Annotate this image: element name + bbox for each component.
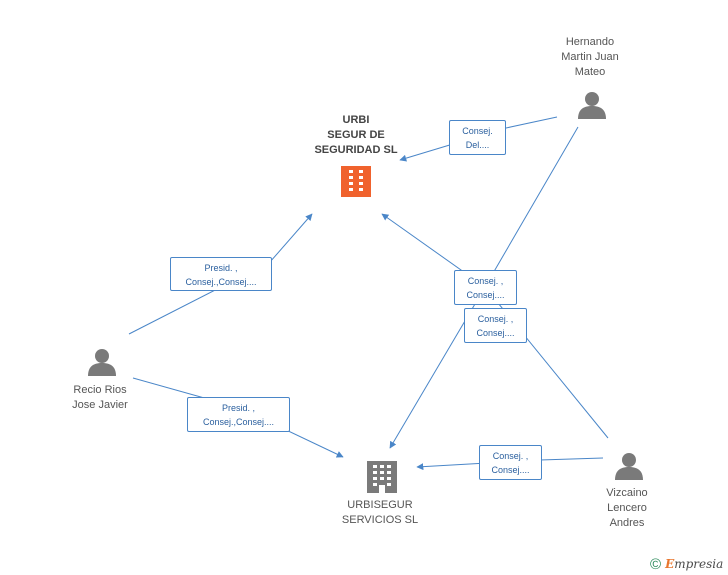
relation-vizcaino-urbi[interactable]: Consej. , Consej.... — [464, 308, 527, 343]
node-label-urbisegur-servicios[interactable]: URBISEGUR SERVICIOS SL — [341, 499, 419, 526]
building-icon[interactable] — [341, 166, 371, 197]
relation-hernando-urbi[interactable]: Consej. Del.... — [449, 120, 506, 155]
edge-hernando-urbi — [399, 116, 558, 162]
node-label-recio[interactable]: Recio Rios Jose Javier — [72, 384, 128, 411]
brand-logo: Empresia — [665, 557, 724, 571]
relation-vizcaino-servicios[interactable]: Consej. , Consej.... — [479, 445, 542, 480]
node-label-urbi-segur[interactable]: URBI SEGUR DE SEGURIDAD SL — [314, 114, 398, 156]
footer-brand: © Empresia — [650, 555, 723, 573]
person-icon[interactable] — [615, 453, 643, 480]
copyright-icon: © — [650, 555, 662, 573]
relation-recio-urbi[interactable]: Presid. , Consej.,Consej.... — [170, 257, 272, 291]
building-icon[interactable] — [367, 461, 397, 493]
node-label-vizcaino[interactable]: Vizcaino Lencero Andres — [606, 487, 648, 529]
person-icon[interactable] — [88, 349, 116, 376]
person-icon[interactable] — [578, 92, 606, 119]
relation-recio-servicios[interactable]: Presid. , Consej.,Consej.... — [187, 397, 290, 432]
relation-hernando-servicios[interactable]: Consej. , Consej.... — [454, 270, 517, 305]
node-label-hernando[interactable]: Hernando Martin Juan Mateo — [561, 36, 619, 78]
